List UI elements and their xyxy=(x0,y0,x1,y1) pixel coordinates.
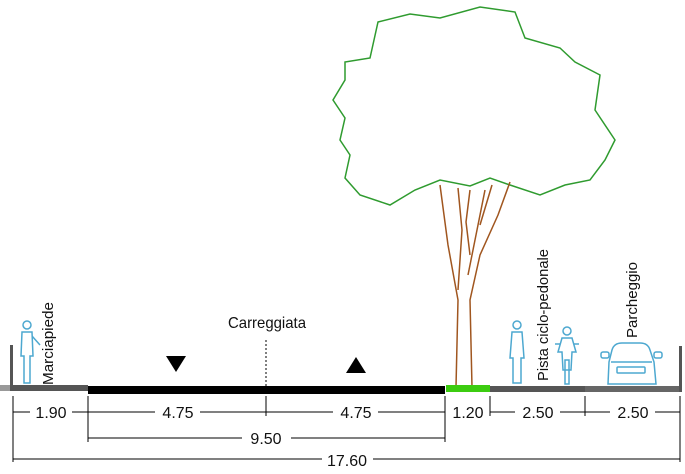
triangle-down-icon xyxy=(166,356,186,372)
tree-trunk xyxy=(439,181,511,388)
carriageway-surface xyxy=(88,386,445,394)
ground xyxy=(0,345,682,394)
sidewalk-label: Marciapiede xyxy=(40,302,57,385)
dim-bike-path: 2.50 xyxy=(522,405,553,422)
dim-sidewalk: 1.90 xyxy=(35,405,66,422)
dim-overall-total: 17.60 xyxy=(327,453,367,470)
carriageway-label: Carreggiata xyxy=(228,315,306,332)
bike-path-label: Pista ciclo-pedonale xyxy=(535,249,552,381)
bike-path-surface xyxy=(490,386,585,392)
left-curb xyxy=(10,345,13,391)
tree xyxy=(332,6,616,388)
green-strip xyxy=(446,385,490,392)
person-icon xyxy=(509,320,525,384)
dim-carriageway-total: 9.50 xyxy=(250,431,281,448)
dim-green-strip: 1.20 xyxy=(452,405,483,422)
parking-surface xyxy=(585,386,680,392)
parking-label: Parcheggio xyxy=(624,262,641,338)
triangle-up-icon xyxy=(346,357,366,373)
dim-parking: 2.50 xyxy=(617,405,648,422)
dimension-lines xyxy=(12,396,681,462)
right-curb xyxy=(679,346,682,392)
car-icon xyxy=(600,342,663,385)
person-icon xyxy=(20,320,41,384)
dim-lane-left: 4.75 xyxy=(162,405,193,422)
dim-lane-right: 4.75 xyxy=(340,405,371,422)
bicycle-icon xyxy=(555,326,579,385)
left-edge-strip xyxy=(0,385,14,391)
tree-canopy xyxy=(332,6,616,206)
sidewalk-surface xyxy=(13,385,88,391)
